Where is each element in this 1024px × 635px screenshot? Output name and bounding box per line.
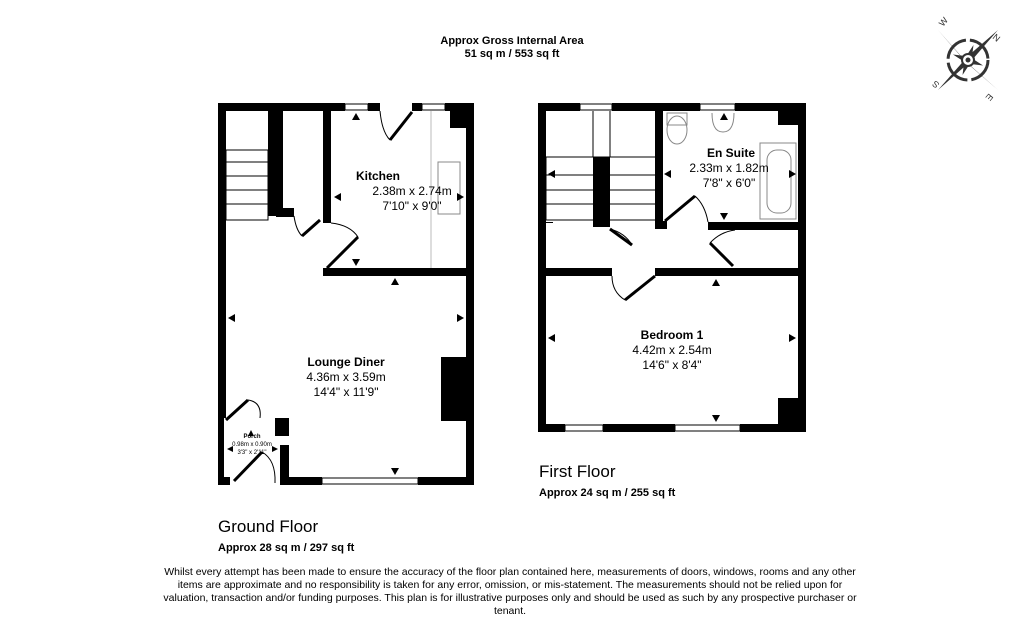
ground-floor-plan: Kitchen 2.38m x 2.74m 7'10" x 9'0" Loung… [218,103,474,485]
en-suite-metric: 2.33m x 1.82m [689,161,768,175]
kitchen-metric: 2.38m x 2.74m [372,184,451,198]
compass-e: E [984,92,996,103]
bedroom-1-name: Bedroom 1 [641,328,704,342]
porch-name: Porch [243,434,260,440]
first-floor-plan: En Suite 2.33m x 1.82m 7'8" x 6'0" Bedro… [538,103,806,432]
compass-s: S [930,79,941,91]
bedroom-1-metric: 4.42m x 2.54m [632,343,711,357]
gross-area-value: 51 sq m / 553 sq ft [464,48,560,60]
en-suite-imperial: 7'8" x 6'0" [703,176,755,190]
ground-floor-name: Ground Floor [218,517,319,536]
compass-rose-icon: N E S W [930,15,1002,103]
lounge-diner-metric: 4.36m x 3.59m [306,370,385,384]
lounge-diner-imperial: 14'4" x 11'9" [314,385,379,399]
compass-n: N [991,32,1002,44]
lounge-diner-name: Lounge Diner [307,355,385,369]
disclaimer: Whilst every attempt has been made to en… [163,566,857,617]
kitchen-name: Kitchen [356,169,400,183]
first-floor-area: Approx 24 sq m / 255 sq ft [539,487,676,499]
porch-metric: 0.98m x 0.90m [232,442,272,448]
en-suite-name: En Suite [707,146,755,160]
gross-area-header: Approx Gross Internal Area 51 sq m / 553… [0,35,1024,61]
compass-w: W [937,15,950,28]
first-floor-name: First Floor [539,462,616,481]
porch-imperial: 3'3" x 2'11" [237,450,266,456]
gross-area-title: Approx Gross Internal Area [440,35,584,47]
bedroom-1-imperial: 14'6" x 8'4" [642,358,701,372]
ground-floor-area: Approx 28 sq m / 297 sq ft [218,542,355,554]
kitchen-imperial: 7'10" x 9'0" [382,199,441,213]
